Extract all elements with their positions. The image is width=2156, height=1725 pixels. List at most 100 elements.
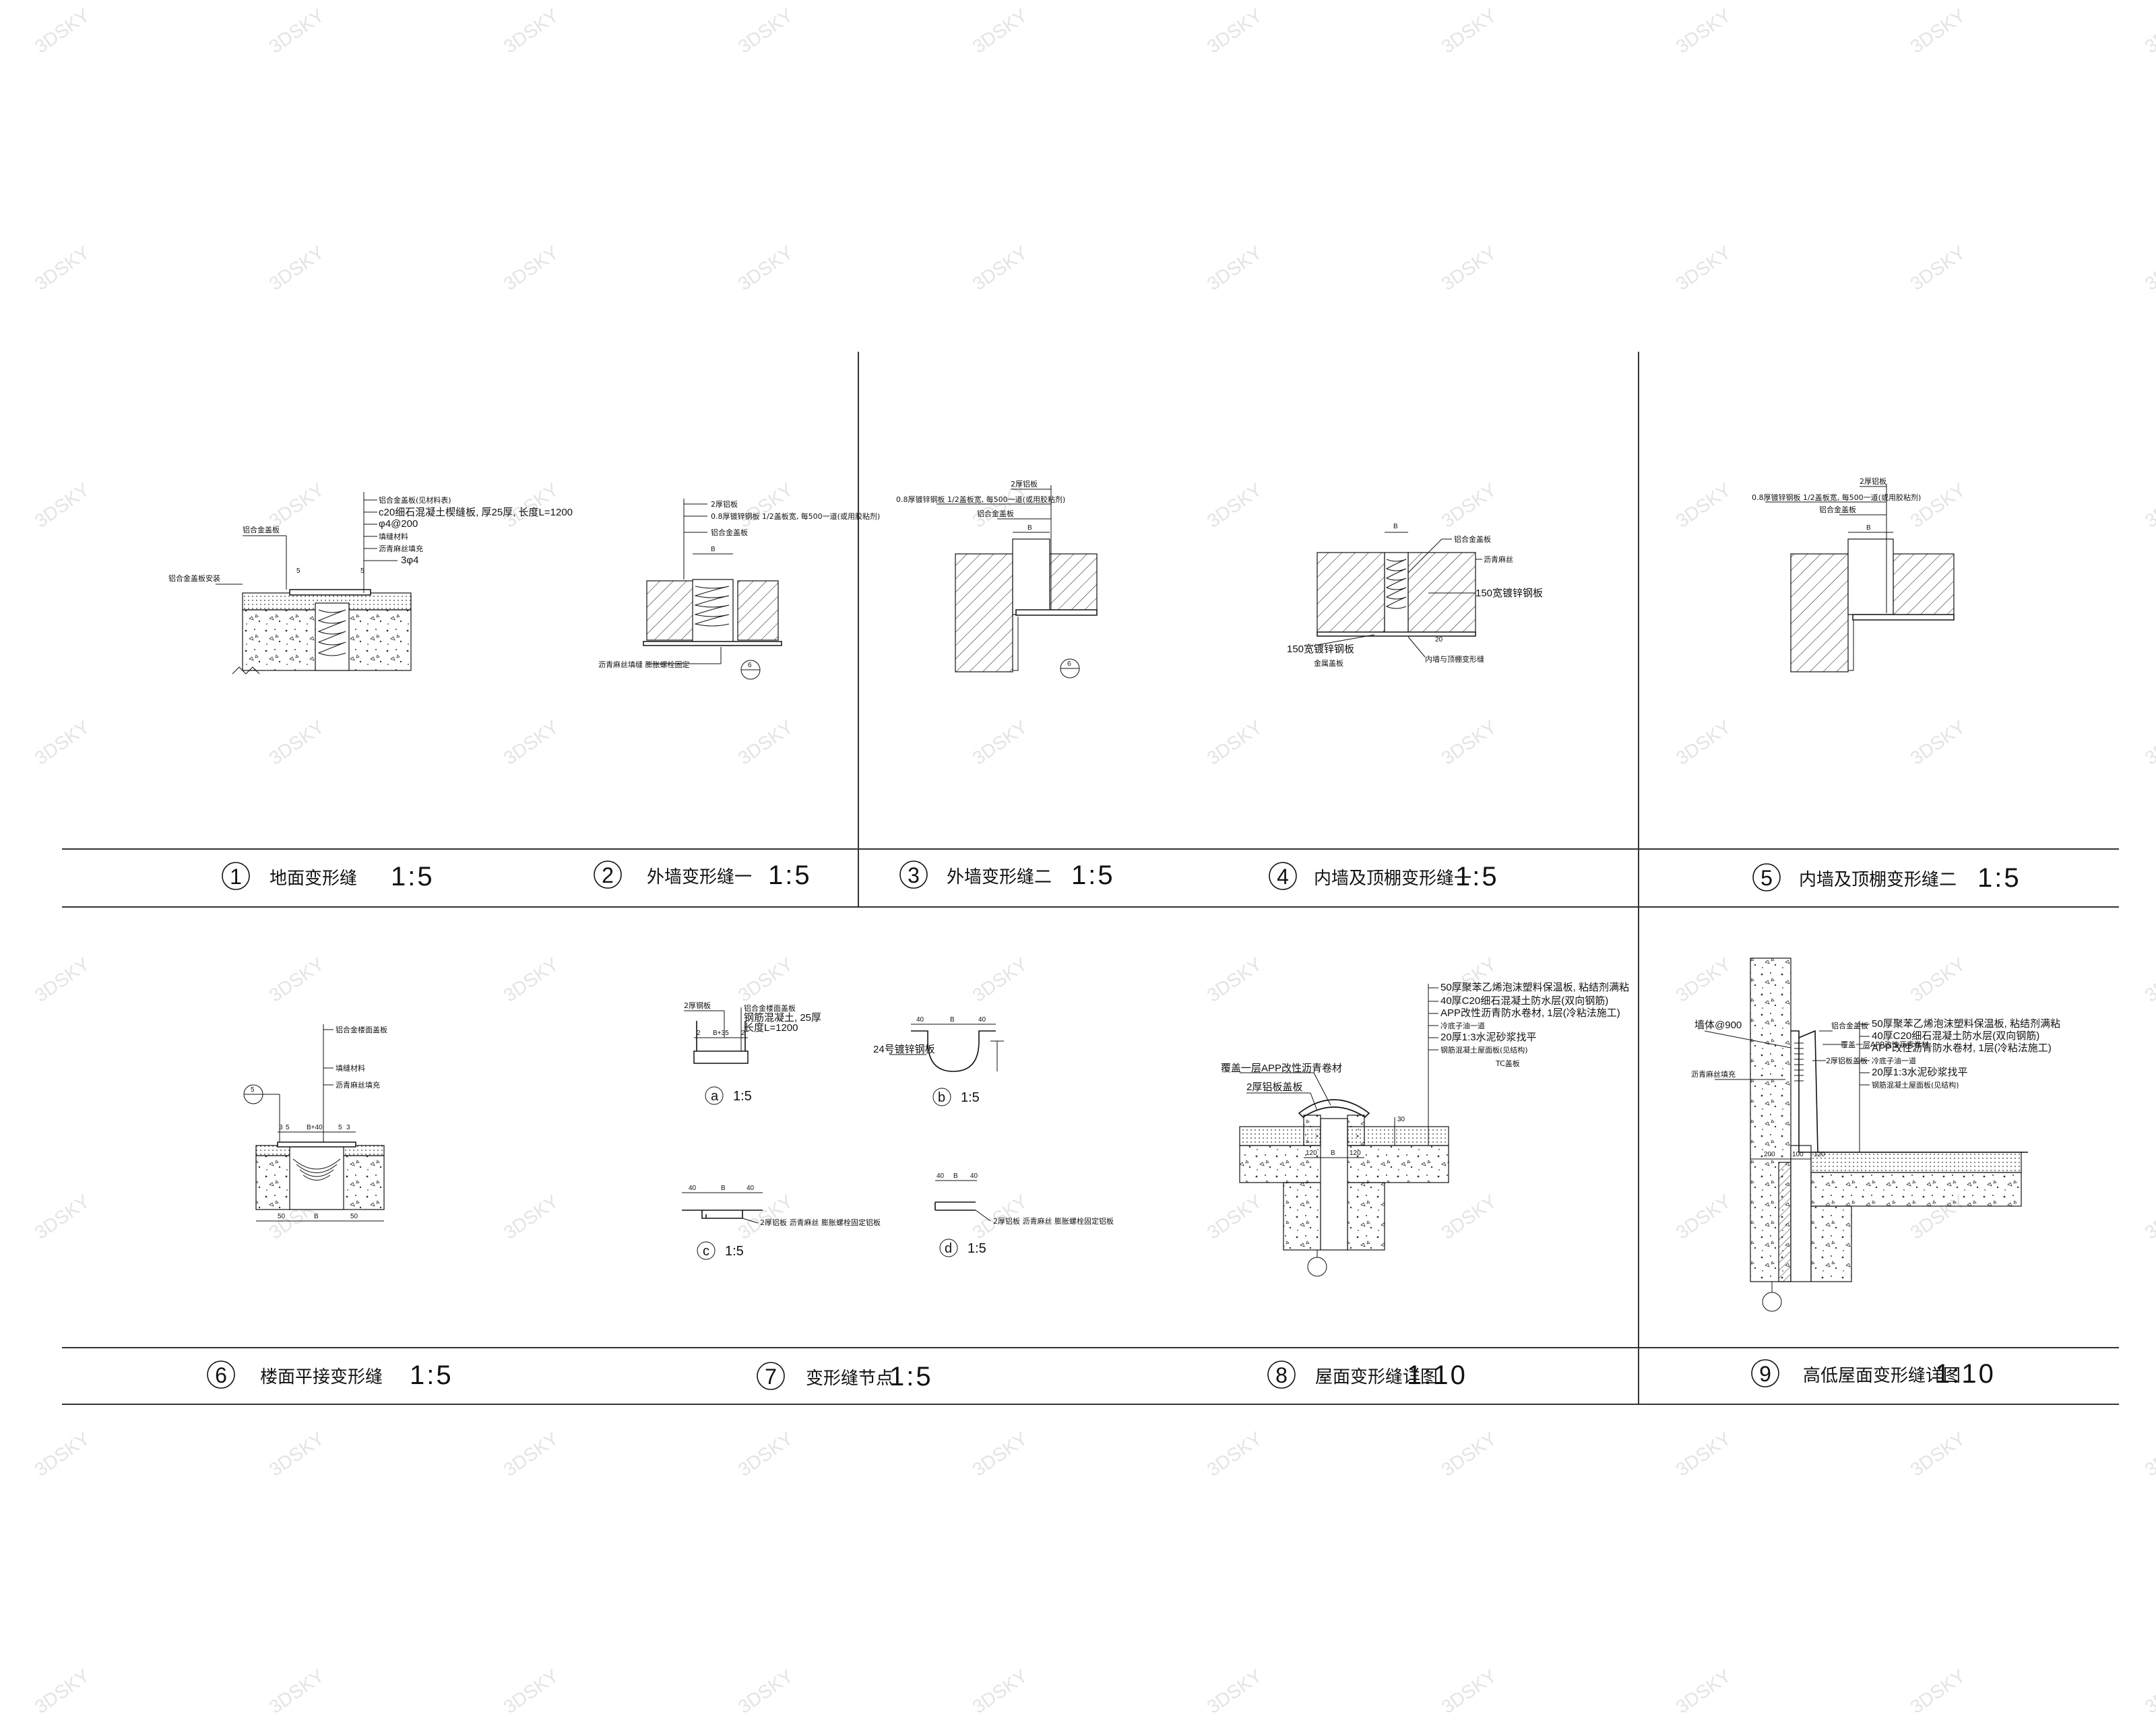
joint-gap	[1384, 552, 1409, 634]
watermark-text: 3DSKY	[1907, 953, 1969, 1006]
watermark-text: 3DSKY	[1438, 1191, 1500, 1243]
caption-4: 4 内墙及顶棚变形缝一 1:5	[1269, 862, 1497, 891]
dimension: 2	[697, 1030, 701, 1037]
section-ref-marker	[1762, 1292, 1782, 1312]
joint-filler	[317, 609, 346, 656]
note: 墙体@900	[1694, 1020, 1742, 1031]
roof-layers	[1810, 1152, 2022, 1173]
note: 24号镀锌钢板	[873, 1043, 935, 1055]
note: 2厚铝板 沥青麻丝 膨胀螺栓固定铝板	[993, 1216, 1114, 1226]
watermark-text: 3DSKY	[2141, 953, 2156, 1006]
reference-number: 6	[1067, 660, 1071, 668]
watermark-text: 3DSKY	[2141, 1428, 2156, 1480]
cover-plate	[1015, 609, 1098, 616]
watermark-text: 3DSKY	[2141, 1665, 2156, 1718]
note: 0.8厚镀锌钢板 1/2盖板宽, 每500一道(或用胶粘剂)	[1752, 493, 1921, 502]
watermark-text: 3DSKY	[31, 242, 94, 294]
dimension: 40	[916, 1016, 924, 1024]
dimension: 3	[279, 1124, 283, 1131]
caption-title: 地面变形缝	[270, 869, 357, 889]
node-scale: 1:5	[733, 1089, 752, 1104]
watermark-text: 3DSKY	[969, 1428, 1032, 1480]
cover-plate	[643, 641, 782, 646]
watermark-text: 3DSKY	[31, 1665, 94, 1718]
note: 铝合金盖板	[1831, 1021, 1868, 1030]
note: c20细石混凝土楔缝板, 厚25厚, 长度L=1200	[379, 506, 573, 518]
detail-6-floor-level-joint: 铝合金楼面盖板 填缝材料 沥青麻丝填充 5 3 5 B+40 5 3 50 B …	[243, 1024, 387, 1222]
caption-6: 6 楼面平接变形缝 1:5	[207, 1360, 451, 1390]
dimension: 40	[689, 1185, 697, 1192]
dimension: 120	[1814, 1151, 1825, 1158]
note: 2厚铝板盖板	[1826, 1056, 1868, 1065]
dimension: B	[314, 1213, 319, 1220]
watermark-text: 3DSKY	[1438, 242, 1500, 294]
watermark-text: 3DSKY	[2141, 716, 2156, 769]
dimension: B	[1393, 523, 1398, 530]
watermark-text: 3DSKY	[500, 1191, 563, 1243]
joint-filler	[694, 586, 730, 627]
note: 2厚铝板	[1011, 479, 1038, 489]
dimension: B	[721, 1185, 726, 1192]
watermark-text: 3DSKY	[1203, 242, 1266, 294]
joint-filler	[1385, 559, 1407, 609]
dimension: 120	[1306, 1150, 1317, 1157]
watermark-text: 3DSKY	[1672, 242, 1735, 294]
joint-filler	[292, 1158, 341, 1181]
watermark-text: 3DSKY	[1203, 479, 1266, 532]
caption-number: 9	[1759, 1362, 1771, 1386]
watermark-text: 3DSKY	[969, 5, 1032, 57]
caption-number: 6	[215, 1363, 227, 1387]
title-block-frame	[62, 352, 2119, 1405]
note: 3φ4	[401, 555, 418, 566]
note: 2厚铝板	[711, 499, 738, 509]
note: 150宽镀锌钢板	[1476, 587, 1543, 599]
note: 0.8厚镀锌钢板 1/2盖板宽, 每500一道(或用胶粘剂)	[711, 511, 880, 521]
watermark-text: 3DSKY	[734, 1665, 797, 1718]
detail-1-floor-joint: 铝合金盖板(见材料表) c20细石混凝土楔缝板, 厚25厚, 长度L=1200 …	[168, 492, 573, 675]
note: 2厚铝板盖板	[1246, 1081, 1302, 1093]
caption-title: 外墙变形缝一	[647, 867, 752, 887]
caption-title: 外墙变形缝二	[947, 867, 1052, 887]
dimension: 50	[350, 1213, 358, 1220]
caption-scale: 1:10	[1407, 1360, 1467, 1390]
watermark-text: 3DSKY	[265, 716, 328, 769]
joint-gap	[1847, 538, 1894, 615]
watermark-text: 3DSKY	[1672, 5, 1735, 57]
watermark-text: 3DSKY	[265, 1428, 328, 1480]
watermark-text: 3DSKY	[1907, 716, 1969, 769]
node-b: 40 B 40 24号镀锌钢板 b 1:5	[873, 1016, 1004, 1106]
note: 内墙与顶棚变形缝	[1425, 654, 1484, 664]
watermark-text: 3DSKY	[1672, 1428, 1735, 1480]
detail-9-high-low-roof-joint: 50厚聚苯乙烯泡沫塑料保温板, 粘结剂满粘 40厚C20细石混凝土防水层(双向钢…	[1691, 958, 2060, 1312]
section-ref-marker	[1307, 1257, 1327, 1277]
watermark-text: 3DSKY	[734, 242, 797, 294]
caption-scale: 1:5	[1071, 860, 1115, 890]
watermark-text: 3DSKY	[1203, 1191, 1266, 1243]
dimension: 40	[970, 1172, 978, 1180]
watermark-text: 3DSKY	[734, 953, 797, 1006]
wall-left	[955, 553, 1013, 672]
watermark-text: 3DSKY	[734, 1428, 797, 1480]
caption-9: 9 高低屋面变形缝详图 1:10	[1751, 1359, 1996, 1389]
note: 铝合金盖板安装	[168, 573, 220, 583]
node-d: 40 B 40 2厚铝板 沥青麻丝 膨胀螺栓固定铝板 d 1:5	[934, 1172, 1114, 1257]
watermark-text: 3DSKY	[1438, 1665, 1500, 1718]
note: 铝合金盖板	[243, 525, 280, 534]
watermark-text: 3DSKY	[1907, 479, 1969, 532]
caption-8: 8 屋面变形缝详图 1:10	[1267, 1360, 1467, 1390]
note: 50厚聚苯乙烯泡沫塑料保温板, 粘结剂满粘	[1440, 981, 1629, 993]
caption-scale: 1:10	[1935, 1359, 1996, 1389]
reference-number: 6	[748, 662, 752, 669]
cover-plate	[1317, 631, 1476, 637]
dimension: B+40	[307, 1124, 323, 1131]
node-scale: 1:5	[725, 1244, 744, 1259]
note: 铝合金盖板	[711, 528, 748, 537]
note: 铝合金盖板	[1819, 505, 1856, 514]
watermark-text: 3DSKY	[500, 1428, 563, 1480]
note: φ4@200	[379, 518, 418, 530]
joint-gap	[1790, 1145, 1812, 1282]
note: 40厚C20细石混凝土防水层(双向钢筋)	[1440, 995, 1608, 1007]
cover-plate	[1852, 614, 1955, 621]
dimension: B+35	[713, 1030, 729, 1037]
caption-number: 5	[1761, 866, 1773, 890]
